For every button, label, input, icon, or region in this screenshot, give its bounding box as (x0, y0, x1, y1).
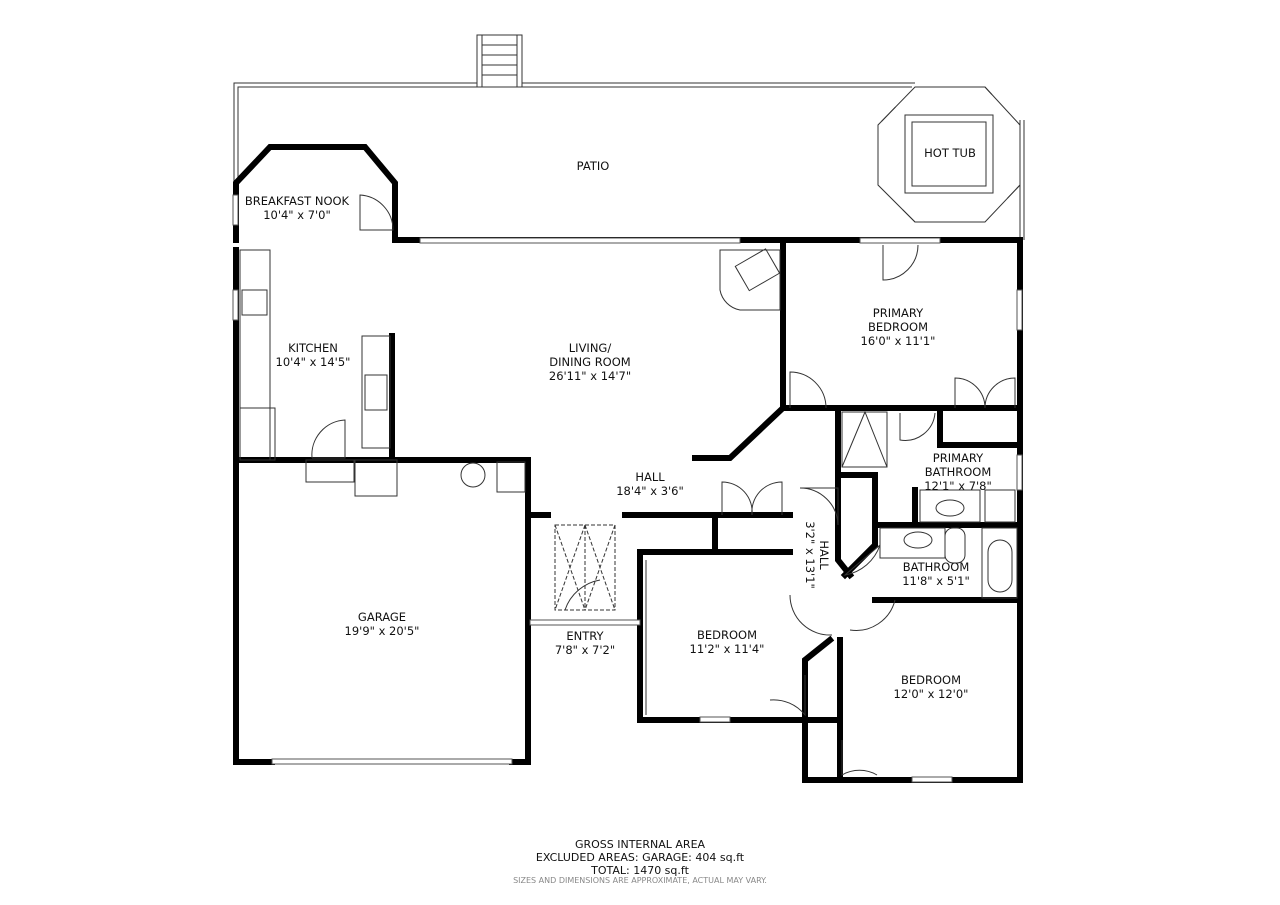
room-dims-hall: 18'4" x 3'6" (616, 484, 684, 498)
room-dims-hall-side: 3'2" x 13'1" (803, 521, 817, 589)
room-name-patio: PATIO (577, 159, 610, 173)
stove (364, 374, 388, 411)
kitchen-sink (241, 289, 268, 316)
room-dims-living: 26'11" x 14'7" (549, 369, 631, 383)
room-name-entry: ENTRY (566, 629, 604, 643)
fixtures (239, 248, 1018, 715)
room-dims-primary-bedroom: 16'0" x 11'1" (861, 334, 936, 348)
room-dims-entry: 7'8" x 7'2" (555, 643, 615, 657)
room-name-living-1: LIVING/ (569, 341, 612, 355)
room-name-primary-bathroom-1: PRIMARY (933, 451, 984, 465)
toilet (944, 527, 966, 564)
room-name-garage: GARAGE (358, 610, 406, 624)
gross-area-heading: GROSS INTERNAL AREA (574, 838, 706, 851)
hot-tub-gazebo (877, 86, 1021, 223)
room-dims-breakfast-nook: 10'4" x 7'0" (263, 208, 331, 222)
room-name-bedroom-2: BEDROOM (901, 673, 961, 687)
doors (311, 194, 1016, 776)
windows (232, 194, 1023, 783)
room-name-hot-tub: HOT TUB (924, 146, 976, 160)
stairs (476, 34, 523, 88)
excluded-areas: EXCLUDED AREAS: GARAGE: 404 sq.ft (535, 851, 745, 864)
fireplace (719, 249, 781, 311)
room-name-primary-bedroom-1: PRIMARY (873, 306, 924, 320)
room-name-kitchen: KITCHEN (288, 341, 338, 355)
room-name-primary-bedroom-2: BEDROOM (868, 320, 928, 334)
room-dims-primary-bathroom: 12'1" x 7'8" (924, 479, 992, 493)
room-labels: PATIO HOT TUB BREAKFAST NOOK 10'4" x 7'0… (245, 146, 992, 701)
room-name-bedroom-1: BEDROOM (697, 628, 757, 642)
room-name-living-2: DINING ROOM (549, 355, 630, 369)
shower (841, 411, 888, 468)
room-dims-bedroom-2: 12'0" x 12'0" (894, 687, 969, 701)
room-dims-kitchen: 10'4" x 14'5" (276, 355, 351, 369)
room-name-hall: HALL (635, 470, 665, 484)
walls (233, 144, 1023, 783)
room-name-primary-bathroom-2: BATHROOM (925, 465, 992, 479)
area-summary: GROSS INTERNAL AREA EXCLUDED AREAS: GARA… (0, 838, 1280, 877)
room-dims-bedroom-1: 11'2" x 11'4" (690, 642, 765, 656)
bathtub (981, 527, 1018, 599)
room-dims-garage: 19'9" x 20'5" (345, 624, 420, 638)
room-dims-bathroom: 11'8" x 5'1" (902, 574, 970, 588)
room-name-breakfast-nook: BREAKFAST NOOK (245, 194, 350, 208)
room-name-bathroom: BATHROOM (903, 560, 970, 574)
disclaimer: SIZES AND DIMENSIONS ARE APPROXIMATE, AC… (513, 876, 767, 885)
total-area: TOTAL: 1470 sq.ft (591, 864, 689, 877)
room-name-hall-side: HALL (817, 540, 831, 570)
